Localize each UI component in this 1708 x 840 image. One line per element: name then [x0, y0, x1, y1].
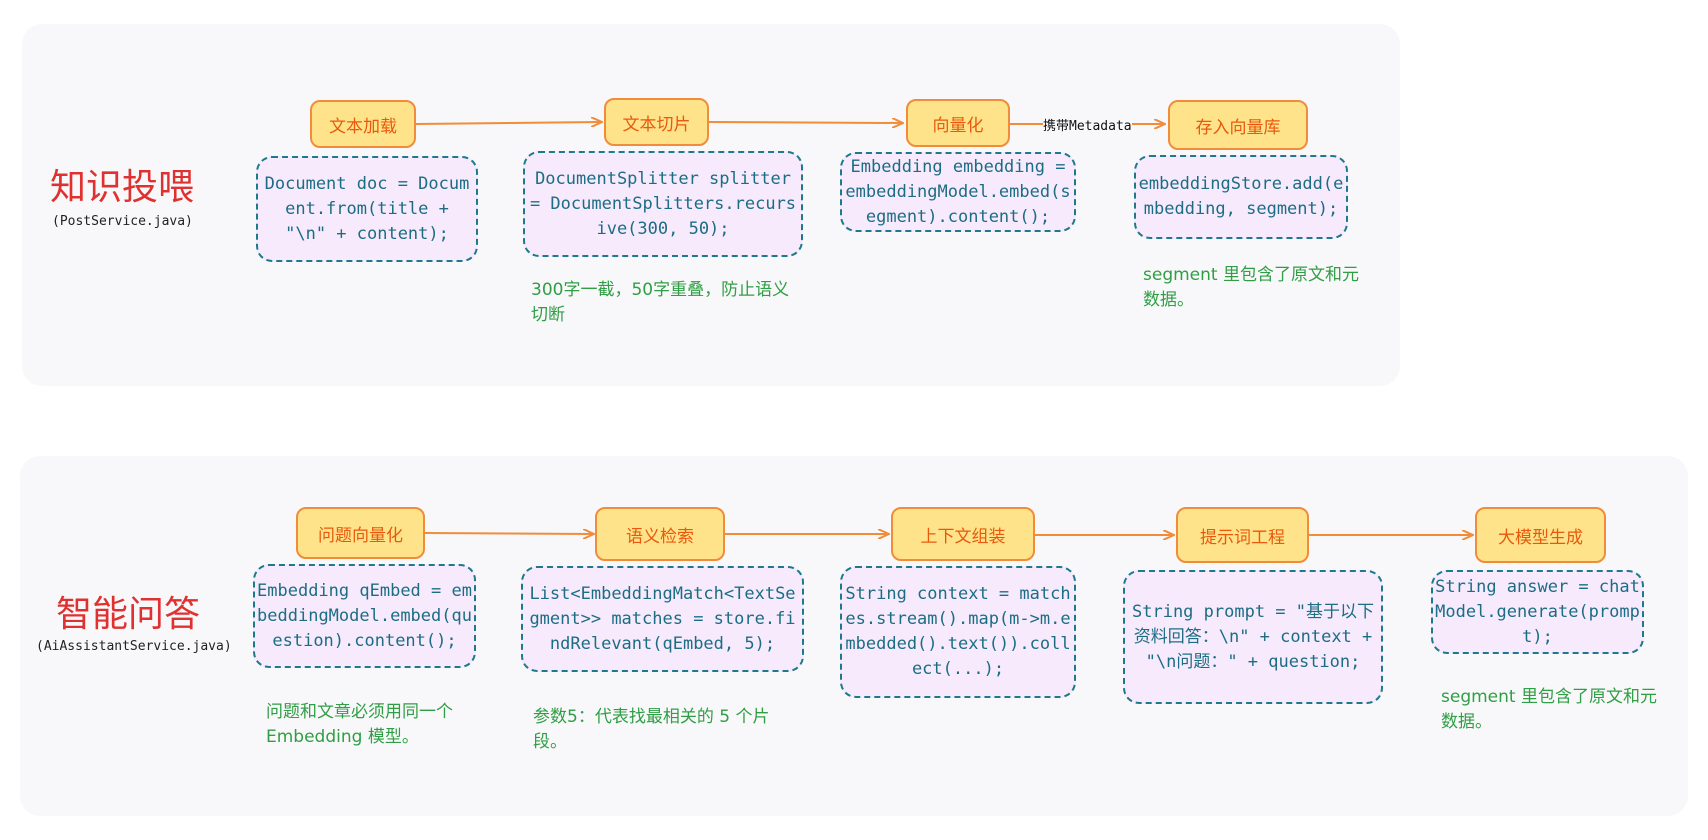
code-document-splitter: DocumentSplitter splitter = DocumentSpli…: [523, 151, 803, 257]
code-embedding-store-add: embeddingStore.add(embedding, segment);: [1134, 155, 1348, 239]
note-chunk-overlap: 300字一截，50字重叠，防止语义切断: [531, 280, 790, 325]
note-top-5-segments: 参数5：代表找最相关的 5 个片段。: [533, 707, 770, 752]
code-find-relevant: List<EmbeddingMatch<TextSegment>> matche…: [521, 566, 804, 672]
step-semantic-search: 语义检索: [595, 507, 725, 561]
step-question-vectorize: 问题向量化: [296, 507, 425, 559]
note-segment-metadata-2: segment 里包含了原文和元数据。: [1441, 687, 1657, 732]
step-store-vector-db: 存入向量库: [1168, 100, 1308, 150]
code-embedding-embed: Embedding embedding = embeddingModel.emb…: [840, 152, 1076, 232]
arrow-load-to-split: [415, 122, 601, 124]
step-llm-generate: 大模型生成: [1475, 507, 1606, 563]
section-file-ai-assistant-service: (AiAssistantService.java): [36, 639, 232, 654]
note-same-embedding-model: 问题和文章必须用同一个 Embedding 模型。: [266, 702, 453, 747]
code-document-from: Document doc = Document.from(title + "\n…: [256, 156, 478, 262]
note-segment-metadata-1: segment 里包含了原文和元数据。: [1143, 265, 1359, 310]
code-question-embed: Embedding qEmbed = embeddingModel.embed(…: [253, 564, 476, 668]
code-prompt-string: String prompt = "基于以下资料回答：\n" + context …: [1123, 570, 1383, 704]
step-context-assembly: 上下文组装: [891, 507, 1035, 561]
step-text-split: 文本切片: [604, 98, 709, 146]
code-chat-generate: String answer = chatModel.generate(promp…: [1431, 570, 1644, 654]
arrow-qembed-to-search: [424, 533, 593, 534]
section-title-knowledge-feed: 知识投喂: [50, 167, 195, 208]
section-file-post-service: (PostService.java): [52, 214, 193, 229]
step-vectorize: 向量化: [906, 99, 1010, 147]
arrow-label-metadata: 携带Metadata: [1043, 115, 1132, 134]
step-text-load: 文本加载: [310, 100, 416, 148]
step-prompt-engineering: 提示词工程: [1176, 507, 1309, 563]
code-context-stream: String context = matches.stream().map(m-…: [840, 566, 1076, 698]
arrow-split-to-embed: [708, 122, 902, 123]
section-title-smart-qa: 智能问答: [56, 594, 201, 635]
